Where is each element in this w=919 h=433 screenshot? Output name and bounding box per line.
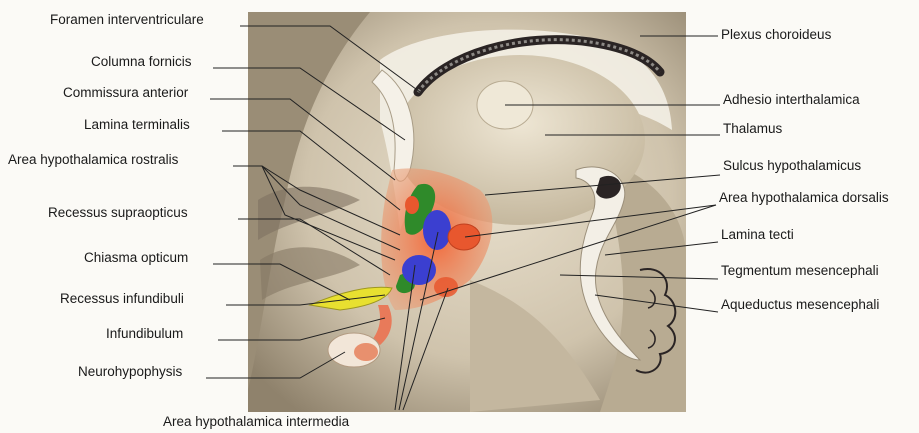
- label-area-hypothalamica-rostralis: Area hypothalamica rostralis: [8, 152, 178, 168]
- label-columna-fornicis: Columna fornicis: [91, 54, 192, 70]
- blue-nucleus-upper: [423, 210, 451, 250]
- label-lamina-tecti: Lamina tecti: [721, 227, 794, 243]
- label-plexus-choroideus: Plexus choroideus: [721, 27, 831, 43]
- label-area-hypothalamica-dorsalis: Area hypothalamica dorsalis: [719, 190, 889, 206]
- label-aqueductus-mesencephali: Aqueductus mesencephali: [721, 297, 879, 313]
- label-area-hypothalamica-intermedia: Area hypothalamica intermedia: [163, 414, 349, 430]
- label-recessus-supraopticus: Recessus supraopticus: [48, 205, 188, 221]
- label-infundibulum: Infundibulum: [106, 326, 183, 342]
- label-commissura-anterior: Commissura anterior: [63, 85, 188, 101]
- label-adhesio-interthalamica: Adhesio interthalamica: [723, 92, 860, 108]
- blue-nucleus-lower: [402, 255, 436, 285]
- label-lamina-terminalis: Lamina terminalis: [84, 117, 190, 133]
- label-sulcus-hypothalamicus: Sulcus hypothalamicus: [723, 158, 861, 174]
- orange-nucleus-small: [405, 196, 419, 214]
- label-neurohypophysis: Neurohypophysis: [78, 364, 182, 380]
- label-chiasma-opticum: Chiasma opticum: [84, 250, 188, 266]
- label-recessus-infundibuli: Recessus infundibuli: [60, 291, 184, 307]
- label-thalamus: Thalamus: [723, 121, 782, 137]
- label-foramen-interventriculare: Foramen interventriculare: [50, 12, 204, 28]
- orange-nucleus-dorsal: [448, 224, 480, 250]
- label-tegmentum-mesencephali: Tegmentum mesencephali: [721, 263, 879, 279]
